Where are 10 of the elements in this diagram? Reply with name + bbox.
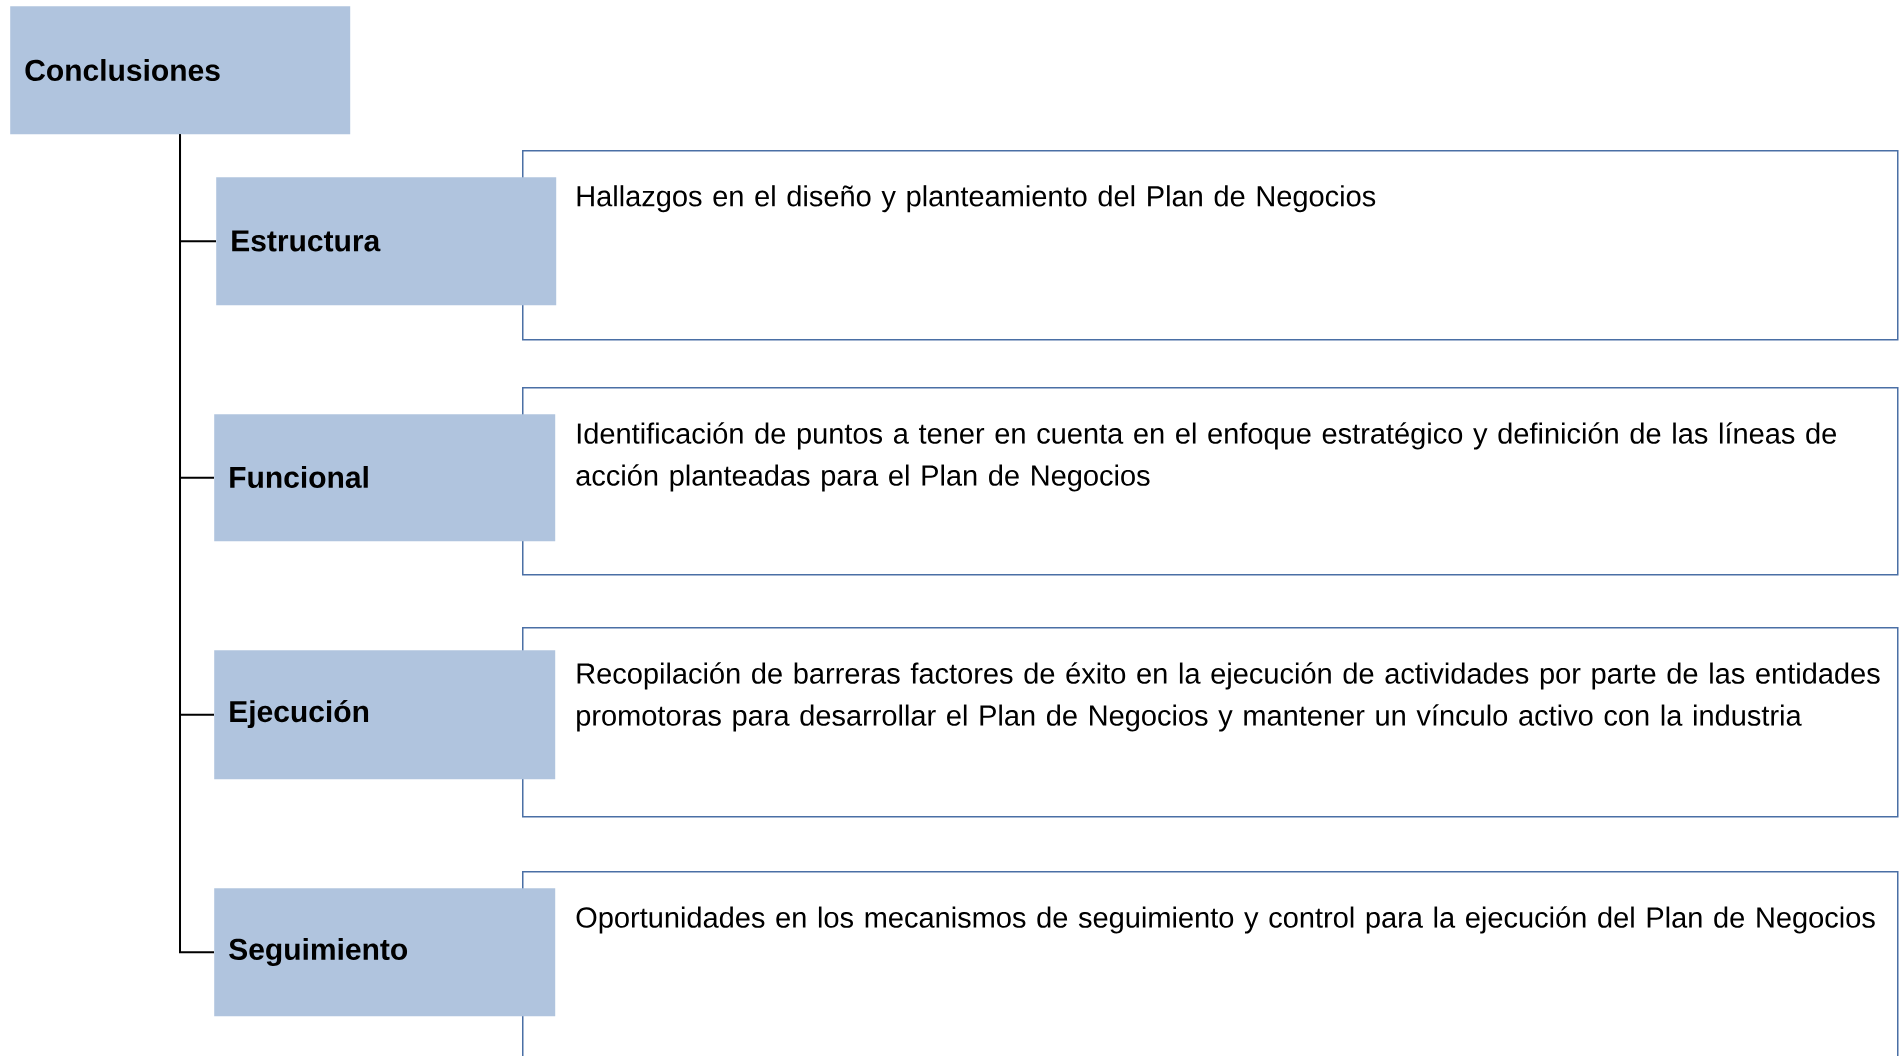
- category-box: Ejecución: [214, 650, 556, 780]
- description-box: Recopilación de barreras factores de éxito en la ejecución de actividades por parte de las entidades promotoras para desarrollar el Plan de Negocios y mantener un vínculo activo con la industria: [522, 627, 1899, 818]
- description-box: Hallazgos en el diseño y planteamiento del Plan de Negocios: [522, 150, 1899, 341]
- category-box: Seguimiento: [214, 888, 556, 1017]
- category-box: Estructura: [216, 177, 557, 306]
- category-box: Funcional: [214, 414, 556, 542]
- category-box: Conclusiones: [10, 6, 351, 135]
- connector-line: [179, 133, 215, 954]
- description-box: Oportunidades en los mecanismos de seguimiento y control para la ejecución del Plan de Negocios: [522, 871, 1899, 1056]
- description-box: Identificación de puntos a tener en cuenta en el enfoque estratégico y definición de las líneas de acción planteadas para el Plan de Negocios: [522, 387, 1899, 576]
